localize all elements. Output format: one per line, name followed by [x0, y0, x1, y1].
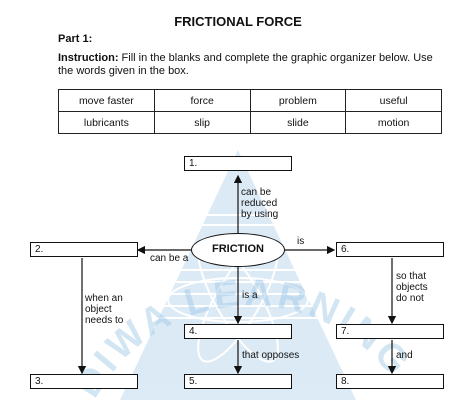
- instruction-text: Fill in the blanks and complete the grap…: [58, 52, 433, 77]
- link-line: reduced: [241, 198, 278, 209]
- link-line: do not: [396, 293, 424, 304]
- part-label: Part 1:: [58, 33, 93, 45]
- word-cell: lubricants: [58, 111, 155, 134]
- link-line: can be: [241, 187, 272, 198]
- blank-2[interactable]: 2.: [30, 242, 138, 257]
- link-is: is: [297, 236, 305, 247]
- link-and: and: [396, 350, 413, 361]
- link-line: object: [85, 304, 112, 315]
- blank-5[interactable]: 5.: [184, 374, 292, 389]
- link-line: by using: [241, 209, 279, 220]
- word-cell: motion: [345, 111, 442, 134]
- link-that-opposes: that opposes: [242, 350, 300, 361]
- word-box: move faster force problem useful lubrica…: [58, 89, 442, 134]
- page-title: FRICTIONAL FORCE: [174, 14, 302, 29]
- instruction: Instruction: Fill in the blanks and comp…: [58, 52, 438, 78]
- blank-3[interactable]: 3.: [30, 374, 138, 389]
- link-line: needs to: [85, 315, 124, 326]
- word-box-row: lubricants slip slide motion: [58, 111, 442, 134]
- blank-4[interactable]: 4.: [184, 324, 292, 339]
- word-cell: slip: [153, 111, 251, 134]
- blank-1[interactable]: 1.: [184, 156, 292, 171]
- link-can-be-a: can be a: [150, 253, 189, 264]
- blank-7[interactable]: 7.: [336, 324, 444, 339]
- link-when-an-object: when an object needs to: [85, 293, 123, 326]
- link-so-that: so that objects do not: [396, 271, 428, 304]
- link-line: when an: [85, 293, 123, 304]
- friction-label: FRICTION: [212, 243, 264, 255]
- blank-6[interactable]: 6.: [336, 242, 444, 257]
- blank-8[interactable]: 8.: [336, 374, 444, 389]
- word-cell: useful: [345, 89, 442, 112]
- link-is-a: is a: [242, 290, 258, 301]
- link-line: objects: [396, 282, 428, 293]
- word-cell: slide: [249, 111, 347, 134]
- link-line: so that: [396, 271, 427, 282]
- friction-oval: [191, 233, 285, 267]
- instruction-label: Instruction:: [58, 52, 119, 64]
- link-can-be-reduced: can be reduced by using: [241, 187, 278, 220]
